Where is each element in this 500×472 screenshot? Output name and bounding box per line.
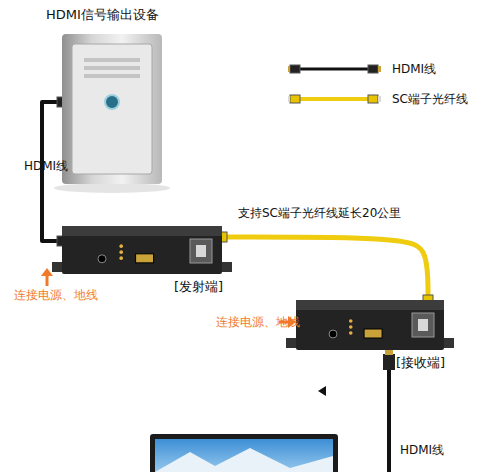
cable	[387, 366, 391, 472]
power-jack	[329, 330, 337, 338]
legend-entry: HDMI线	[288, 61, 488, 77]
hdmi-port	[364, 329, 382, 338]
power-note: 连接电源、地线	[14, 287, 98, 304]
computer-tower: HDMI信号输出设备	[62, 34, 162, 184]
plug	[383, 354, 395, 370]
plug-sample	[368, 65, 378, 73]
tv-screen	[155, 439, 333, 472]
device-caption: [接收端]	[396, 354, 445, 372]
drive-bay	[84, 66, 140, 70]
cable-sample	[296, 68, 372, 71]
plug-tip	[288, 66, 290, 72]
plug-sample	[368, 95, 378, 103]
top-face	[62, 226, 222, 236]
legend-entry: SC端子光纤线	[288, 91, 488, 107]
sc-port	[190, 239, 212, 263]
device-detail	[296, 300, 444, 350]
plug-sample	[290, 95, 300, 103]
status-led	[349, 325, 353, 329]
power-button	[105, 95, 119, 109]
device-detail	[62, 226, 222, 274]
sc-socket	[196, 245, 206, 257]
plug-tip	[378, 66, 381, 72]
edge-label: HDMI线	[24, 158, 68, 175]
device-heading: HDMI信号输出设备	[46, 6, 159, 24]
legend-text: SC端子光纤线	[392, 91, 468, 108]
front-panel	[72, 44, 152, 174]
status-led	[119, 250, 123, 254]
status-led	[119, 256, 123, 260]
transmitter-box: [发射端]	[62, 226, 222, 274]
legend-text: HDMI线	[392, 61, 436, 78]
mountains	[155, 448, 333, 472]
power-note: 连接电源、地线	[216, 314, 300, 331]
receiver-box: [接收端]	[296, 300, 444, 350]
device-caption: [发射端]	[174, 278, 223, 296]
sc-port	[412, 313, 434, 337]
hdmi-output-cable	[383, 349, 395, 472]
legend-sample	[288, 91, 384, 107]
cable-label: HDMI线	[400, 442, 444, 459]
device-detail	[62, 34, 162, 184]
plug-sample	[290, 65, 300, 73]
arrow-shaft	[46, 275, 49, 286]
drive-bay	[84, 74, 140, 78]
status-led	[349, 331, 353, 335]
hdmi-port	[136, 254, 154, 263]
arrow-head	[41, 268, 53, 276]
edge-label: 支持SC端子光纤线延长20公里	[238, 205, 401, 222]
tv-display	[150, 434, 338, 472]
legend-sample	[288, 61, 384, 77]
sc-socket	[418, 319, 428, 331]
status-led	[349, 319, 353, 323]
cable-sample	[296, 97, 372, 101]
plug-tip	[288, 96, 290, 102]
status-led	[119, 244, 123, 248]
pointer-triangle	[318, 386, 326, 396]
pc-shadow	[54, 183, 170, 193]
power-jack	[98, 255, 106, 263]
plug-tip	[378, 96, 381, 102]
top-face	[296, 300, 444, 310]
power-arrow	[41, 268, 53, 286]
drive-bay	[84, 58, 140, 62]
fiber-cable	[222, 237, 428, 300]
